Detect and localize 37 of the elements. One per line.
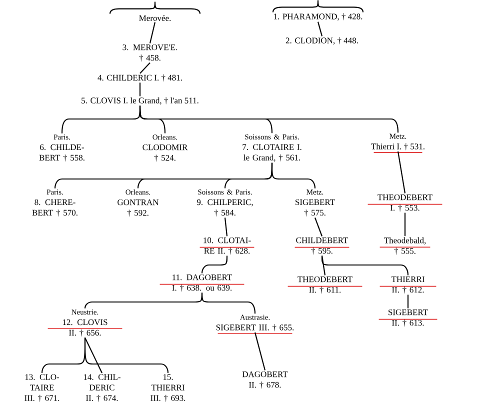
brace [201,292,256,314]
person-entry: 3. MEROVE'E. † 458. [122,44,178,62]
brace [254,332,266,370]
brace [407,294,409,308]
person-entry: Merovée. [139,14,171,22]
brace [149,22,156,44]
person-entry: Theodebald, † 555. [384,237,426,255]
person-entry: 14. CHIL- DERIC II. † 674. [84,374,120,402]
person-entry: SIGEBERT II. † 613. [388,309,428,327]
brace [140,62,150,74]
person-entry: 2. CLODION, † 448. [286,37,358,45]
person-entry: 1. PHARAMOND, † 428. [274,13,362,21]
person-entry: 15. THIERRI III. † 693. [150,374,186,402]
person-entry: 10. CLOTAI- RE II. † 628. [204,237,251,255]
person-entry: 11. DAGOBERT I. † 638. ou 639. [172,274,232,292]
person-entry: THEODEBERT II. † 611. [298,276,352,294]
brace [404,212,406,236]
brace [317,22,323,36]
brace [224,218,228,236]
brace [139,106,399,133]
person-entry: DAGOBERT II. † 678. [242,371,288,389]
brace [139,82,141,96]
person-entry: THIERRI II. † 612. [391,276,424,294]
brace [321,256,326,276]
brace [109,1,201,14]
brace [314,217,323,236]
brace [397,151,406,194]
brace [84,337,102,374]
person-entry: CHILDEBERT † 595. [296,237,348,255]
brace [84,338,169,374]
person-entry: THEODEBERT I. † 553. [378,194,432,212]
person-entry: 4. CHILDERIC I. † 481. [98,74,182,82]
person-entry: 13. CLO- TAIRE III. † 671. [24,374,60,402]
brace [272,0,364,12]
brace [201,256,228,274]
person-entry: 5. CLOVIS I. le Grand, † l'an 511. [82,97,198,105]
brace [321,256,409,276]
